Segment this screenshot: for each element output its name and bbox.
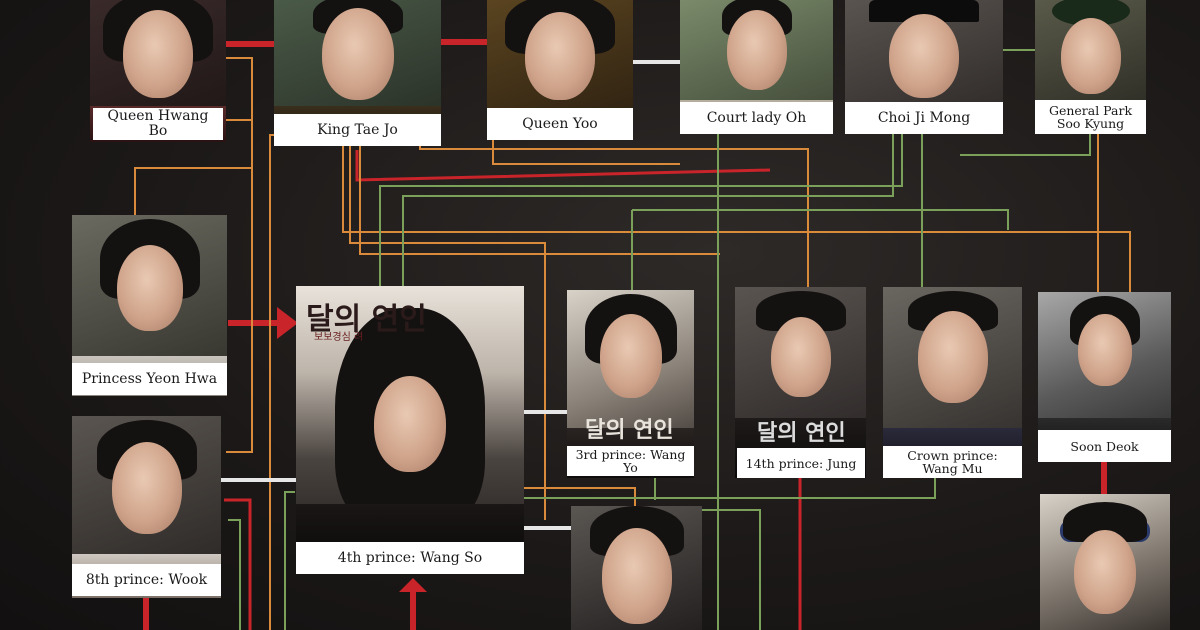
label-soon-deok: Soon Deok (1038, 430, 1171, 462)
poster-subtitle: 보보경심 려 (314, 328, 363, 343)
label-wang-yo: 3rd prince: Wang Yo (567, 446, 694, 476)
label-wang-yo-text: 3rd prince: Wang Yo (571, 448, 690, 474)
label-jung-text: 14th prince: Jung (746, 457, 857, 470)
card-choi-ji-mong: Choi Ji Mong (845, 0, 1003, 134)
label-choi-ji-mong: Choi Ji Mong (845, 102, 1003, 134)
label-court-lady-oh: Court lady Oh (680, 102, 833, 134)
label-queen-yoo: Queen Yoo (487, 108, 633, 140)
card-queen-yoo: Queen Yoo (487, 0, 633, 140)
label-princess-yeon-hwa-box: Princess Yeon Hwa (72, 363, 227, 395)
label-general-park-soo-kyung: General Park Soo Kyung (1035, 100, 1146, 134)
card-court-lady-oh: Court lady Oh (680, 0, 833, 134)
label-jung: 14th prince: Jung (737, 448, 865, 478)
card-king-tae-jo: King Tae Jo (274, 0, 441, 146)
watermark-jung: 달의 연인 (757, 415, 846, 447)
label-wang-so: 4th prince: Wang So (296, 542, 524, 574)
label-wook-text: 8th prince: Wook (86, 573, 207, 588)
watermark-wang-yo: 달의 연인 (585, 412, 674, 444)
arrow-to-wang-so-bottom (399, 578, 427, 592)
card-wang-so: 달의 연인 보보경심 려 (296, 286, 524, 574)
label-princess-yeon-hwa-text: Princess Yeon Hwa (82, 372, 217, 387)
arrow-to-wang-so-left (277, 307, 298, 339)
label-king-tae-jo: King Tae Jo (274, 114, 441, 146)
label-queen-hwang-bo: Queen Hwang Bo (93, 108, 223, 140)
label-wang-so-text: 4th prince: Wang So (338, 551, 482, 566)
portrait-unlabeled-prince-center (571, 506, 702, 630)
label-wook: 8th prince: Wook (72, 564, 221, 596)
card-unlabeled-character-right (1040, 494, 1170, 630)
card-unlabeled-prince-center (571, 506, 702, 630)
label-wang-mu: Crown prince: Wang Mu (883, 446, 1022, 478)
label-wang-mu-text: Crown prince: Wang Mu (907, 449, 997, 475)
portrait-unlabeled-character-right (1040, 494, 1170, 630)
card-general-park-soo-kyung: General Park Soo Kyung (1035, 0, 1146, 134)
label-soon-deok-text: Soon Deok (1070, 440, 1138, 453)
card-queen-hwang-bo: Queen Hwang Bo (90, 0, 226, 142)
